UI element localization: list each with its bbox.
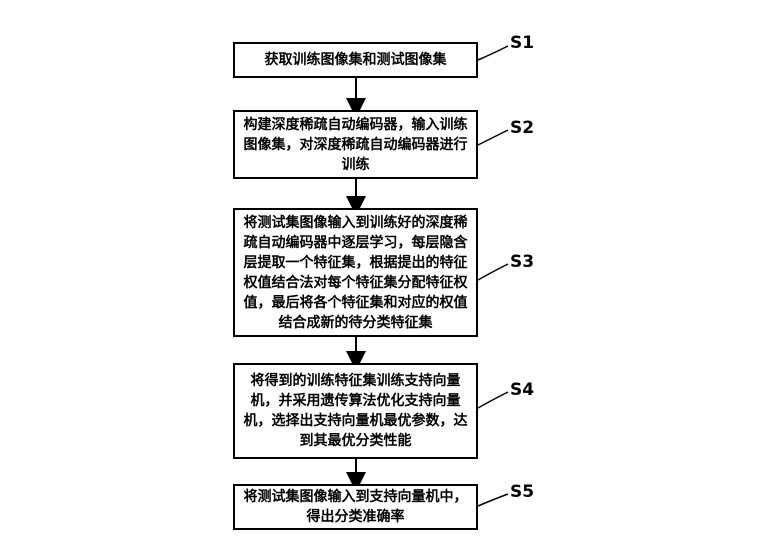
step-box-s5: 将测试集图像输入到支持向量机中，得出分类准确率 xyxy=(233,484,478,530)
step-label-s4: S4 xyxy=(510,380,535,400)
step-text-s3: 将测试集图像输入到训练好的深度稀疏自动编码器中逐层学习，每层隐含层提取一个特征集… xyxy=(243,214,468,331)
leader-s4 xyxy=(477,391,509,409)
step-box-s3: 将测试集图像输入到训练好的深度稀疏自动编码器中逐层学习，每层隐含层提取一个特征集… xyxy=(233,208,478,337)
step-label-s5: S5 xyxy=(510,482,535,502)
step-box-s1: 获取训练图像集和测试图像集 xyxy=(233,42,478,78)
leader-s5 xyxy=(477,493,509,507)
step-label-s2: S2 xyxy=(510,118,535,138)
step-text-s2: 构建深度稀疏自动编码器，输入训练图像集，对深度稀疏自动编码器进行训练 xyxy=(243,116,468,173)
step-text-s4: 将得到的训练特征集训练支持向量机，并采用遗传算法优化支持向量机，选择出支持向量机… xyxy=(243,373,468,449)
leader-s3 xyxy=(477,263,509,281)
leader-s1 xyxy=(477,45,509,61)
step-label-s3: S3 xyxy=(510,252,535,272)
step-text-s5: 将测试集图像输入到支持向量机中，得出分类准确率 xyxy=(243,489,468,525)
leader-s2 xyxy=(477,129,509,146)
step-box-s2: 构建深度稀疏自动编码器，输入训练图像集，对深度稀疏自动编码器进行训练 xyxy=(233,110,478,179)
step-text-s1: 获取训练图像集和测试图像集 xyxy=(264,52,447,68)
step-box-s4: 将得到的训练特征集训练支持向量机，并采用遗传算法优化支持向量机，选择出支持向量机… xyxy=(233,363,478,459)
step-label-s1: S1 xyxy=(510,33,535,53)
